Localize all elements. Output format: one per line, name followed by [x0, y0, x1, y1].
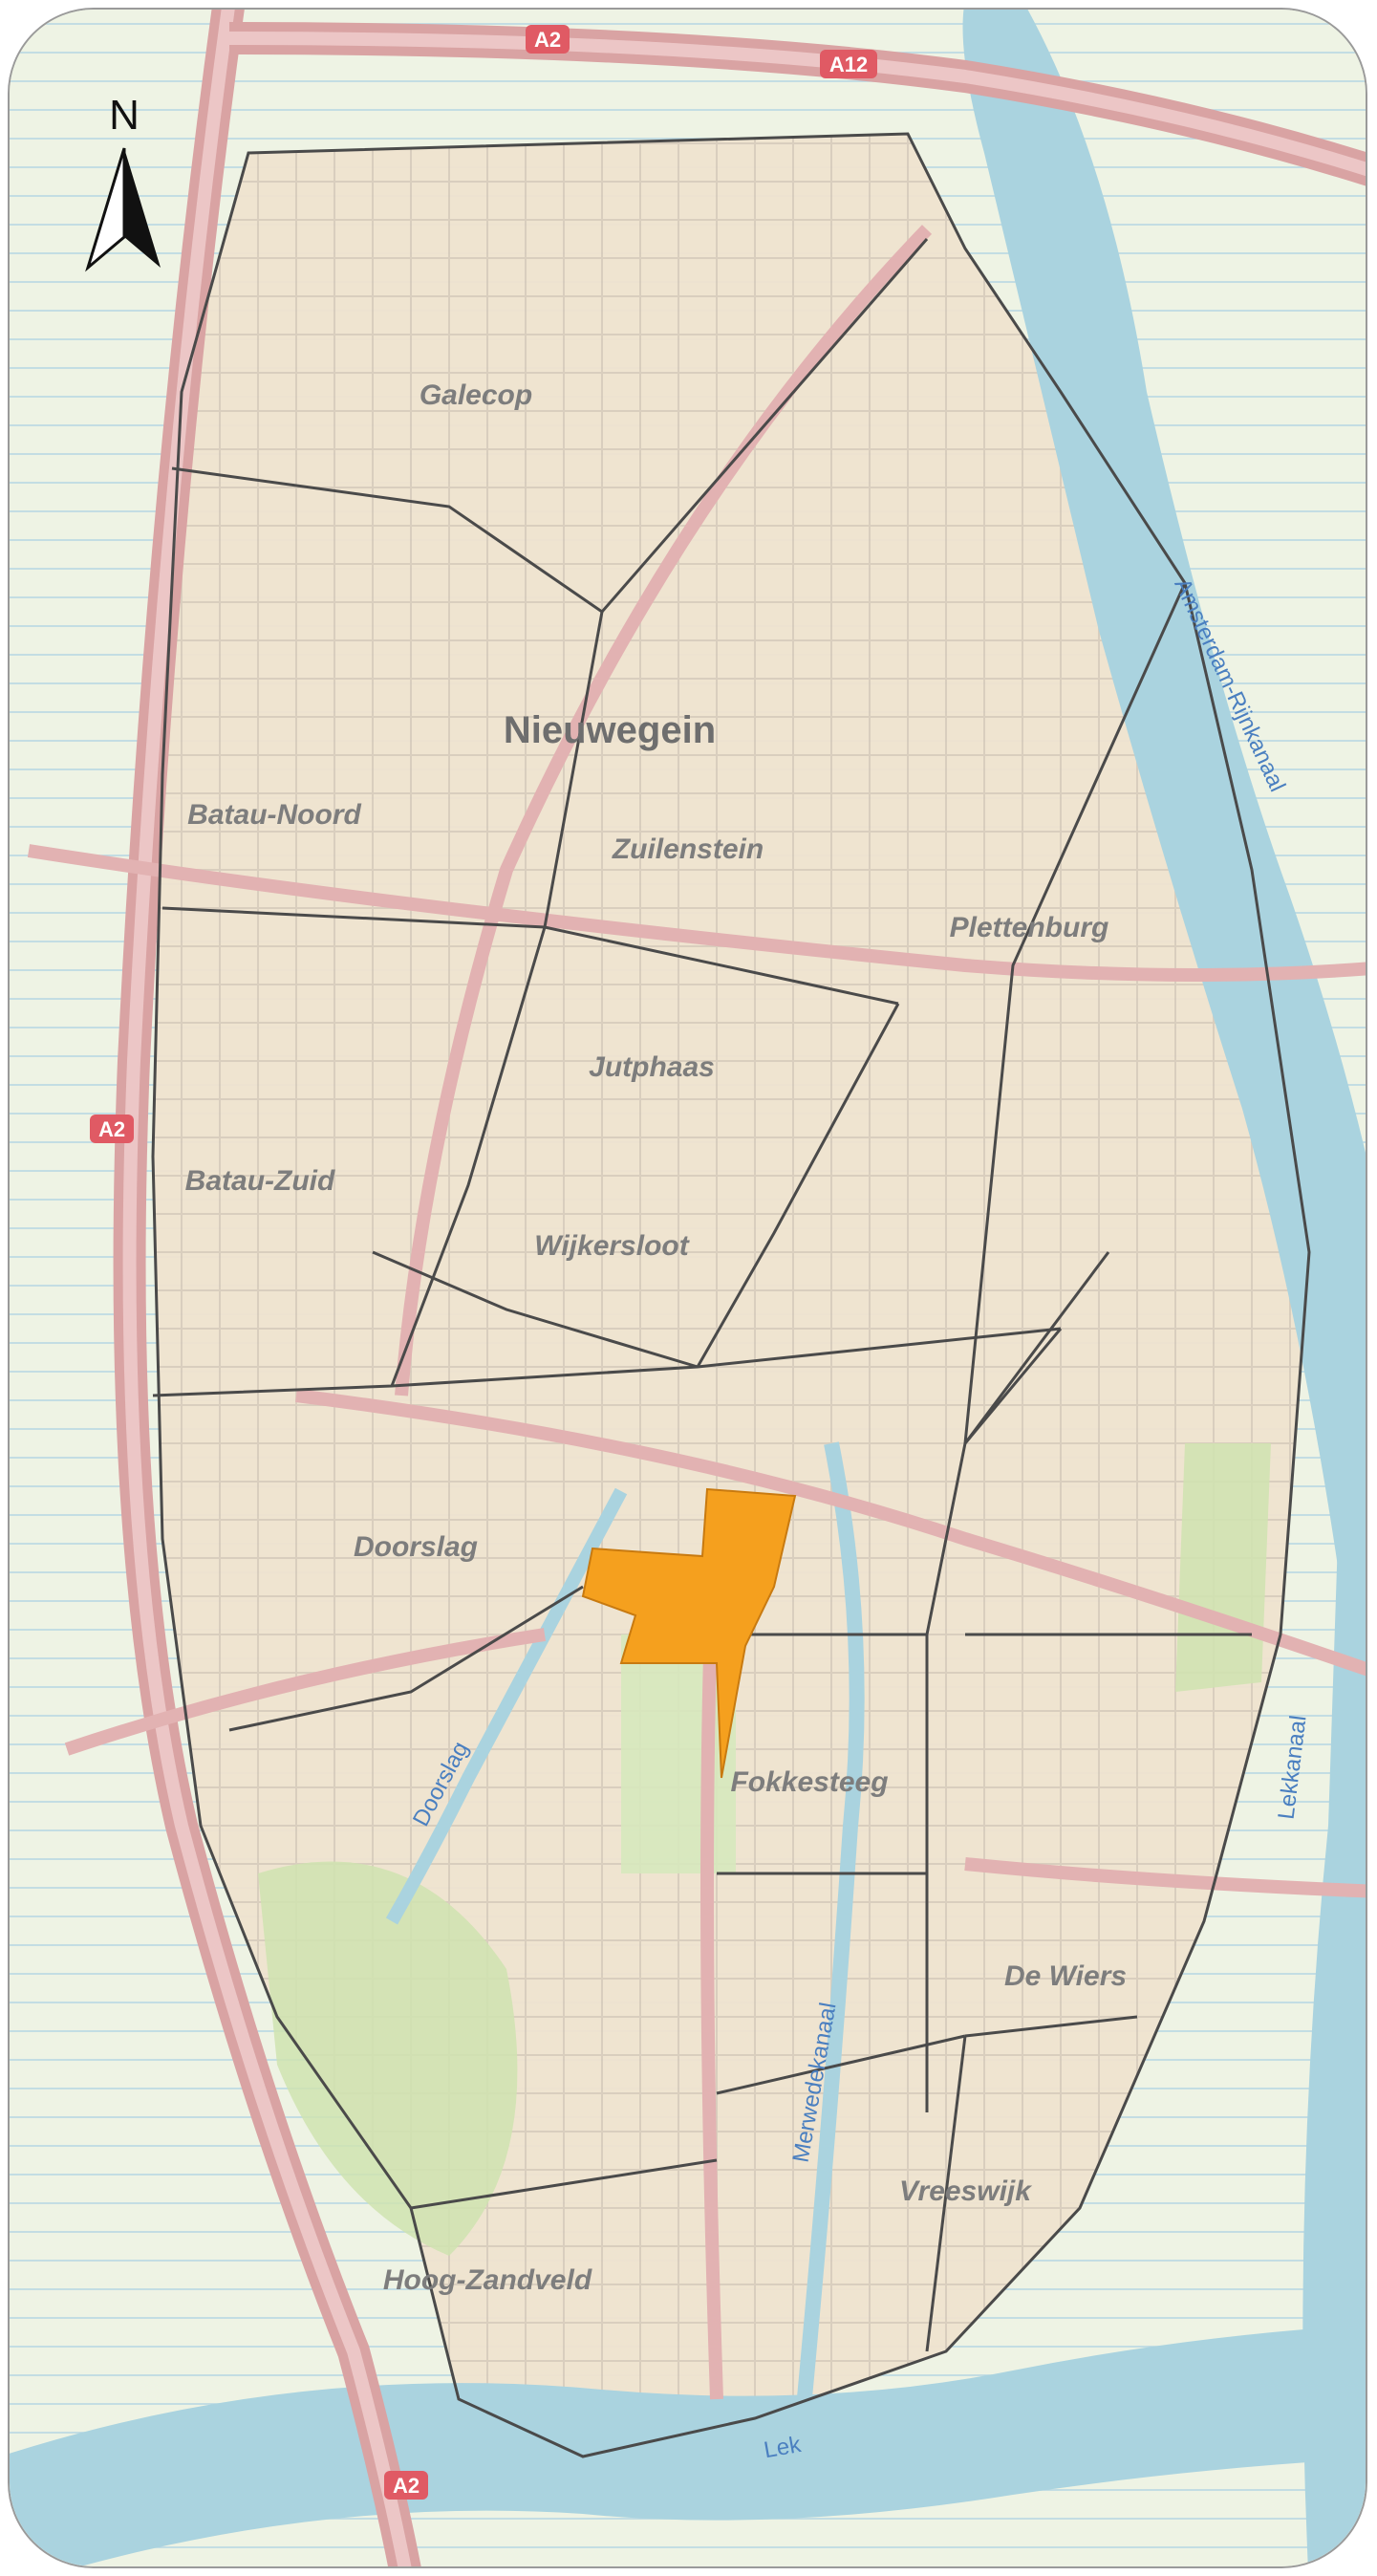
district-label-galecop: Galecop [420, 379, 532, 411]
district-boundaries [151, 132, 1311, 2458]
doorslag-canal-water [385, 1487, 628, 1925]
district-label-wijkersloot: Wijkersloot [534, 1230, 690, 1262]
district-label-batau-zuid: Batau-Zuid [185, 1165, 335, 1197]
map-canvas[interactable]: A2 A12 A2 A2 Nieuwegein Galecop Batau-No… [10, 10, 1367, 2568]
road-shield-a2-left: A2 [90, 1115, 134, 1143]
park-southwest [258, 1861, 518, 2256]
svg-text:N: N [109, 92, 140, 139]
district-label-zuilenstein: Zuilenstein [612, 833, 764, 865]
svg-text:A12: A12 [829, 53, 868, 76]
urban-area [153, 134, 1309, 2457]
merwedekanaal-water [795, 1441, 865, 2419]
district-label-jutphaas: Jutphaas [589, 1051, 715, 1083]
district-label-vreeswijk: Vreeswijk [899, 2176, 1032, 2207]
district-label-batau-noord: Batau-Noord [187, 799, 361, 831]
main-roads [27, 225, 1366, 2400]
road-shield-a2-top: A2 [526, 25, 570, 54]
district-label-de-wiers: De Wiers [1004, 1960, 1127, 1992]
district-label-plettenburg: Plettenburg [950, 912, 1109, 943]
road-shield-a12-top: A12 [820, 50, 877, 78]
a12-highway-center [228, 32, 1366, 177]
svg-text:A2: A2 [98, 1117, 125, 1141]
highlighted-area[interactable] [581, 1487, 797, 1779]
lekkanaal-water [1302, 1539, 1366, 2566]
district-label-hoog-zandveld: Hoog-Zandveld [383, 2264, 592, 2296]
district-label-fokkesteeg: Fokkesteeg [730, 1766, 888, 1798]
map-frame: A2 A12 A2 A2 Nieuwegein Galecop Batau-No… [8, 8, 1367, 2568]
amsterdam-rijnkanaal-water [962, 10, 1366, 1634]
lek-water [10, 2325, 1366, 2566]
city-label: Nieuwegein [504, 709, 716, 751]
road-shield-a2-bottom: A2 [384, 2471, 428, 2500]
district-label-doorslag: Doorslag [354, 1531, 478, 1563]
park-east [1175, 1443, 1271, 1692]
a2-highway-center [122, 10, 412, 2566]
north-arrow-icon: N [85, 92, 161, 272]
svg-text:A2: A2 [393, 2474, 420, 2498]
svg-text:A2: A2 [534, 28, 561, 52]
